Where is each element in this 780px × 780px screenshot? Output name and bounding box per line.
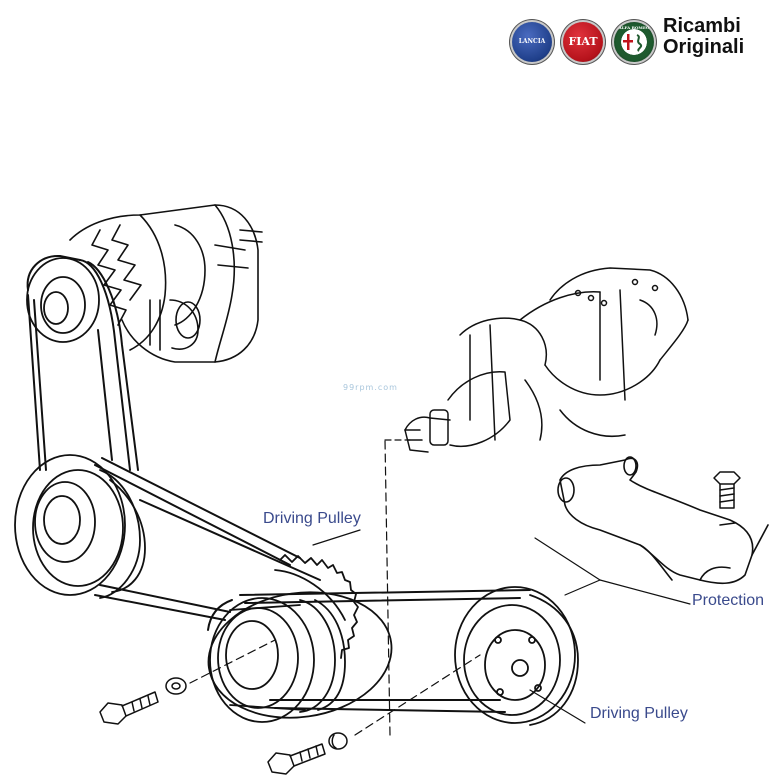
brand-line-2: Originali bbox=[663, 36, 745, 58]
lancia-badge: LANCIA bbox=[512, 22, 552, 62]
fiat-badge: FIAT bbox=[563, 22, 603, 62]
crankshaft bbox=[404, 267, 689, 453]
upper-belt bbox=[26, 254, 139, 471]
lower-belt bbox=[207, 589, 531, 713]
alfa-cross-serpent-icon bbox=[623, 34, 643, 52]
protection-label: Protection bbox=[692, 592, 765, 609]
fiat-badge-text: FIAT bbox=[568, 35, 598, 48]
brand-title: Ricambi Originali bbox=[663, 16, 744, 58]
watermark: 99rpm.com bbox=[343, 383, 398, 392]
protection-cover bbox=[557, 456, 769, 585]
long-belt bbox=[94, 457, 321, 621]
driving-pulley-lower-label: Driving Pulley bbox=[590, 705, 688, 722]
alfa-romeo-badge: ALFA ROMEO bbox=[614, 22, 654, 62]
left-pulley bbox=[14, 454, 146, 599]
bolt-upper bbox=[99, 691, 159, 725]
leader-lines bbox=[312, 529, 691, 724]
washer-lower bbox=[328, 732, 348, 750]
brand-line-1: Ricambi bbox=[663, 15, 741, 37]
axis-lines bbox=[189, 439, 481, 736]
protection-bolt bbox=[713, 471, 741, 509]
alfa-romeo-badge-text: ALFA ROMEO bbox=[618, 25, 650, 30]
alternator bbox=[69, 204, 263, 363]
bolt-lower bbox=[267, 743, 326, 775]
lancia-badge-text: LANCIA bbox=[518, 38, 546, 45]
crank-pulley bbox=[207, 554, 393, 723]
driving-pulley-upper-label: Driving Pulley bbox=[263, 510, 361, 527]
alternator-pulley bbox=[26, 257, 100, 343]
right-pulley bbox=[454, 586, 579, 726]
washer-upper bbox=[165, 677, 187, 695]
